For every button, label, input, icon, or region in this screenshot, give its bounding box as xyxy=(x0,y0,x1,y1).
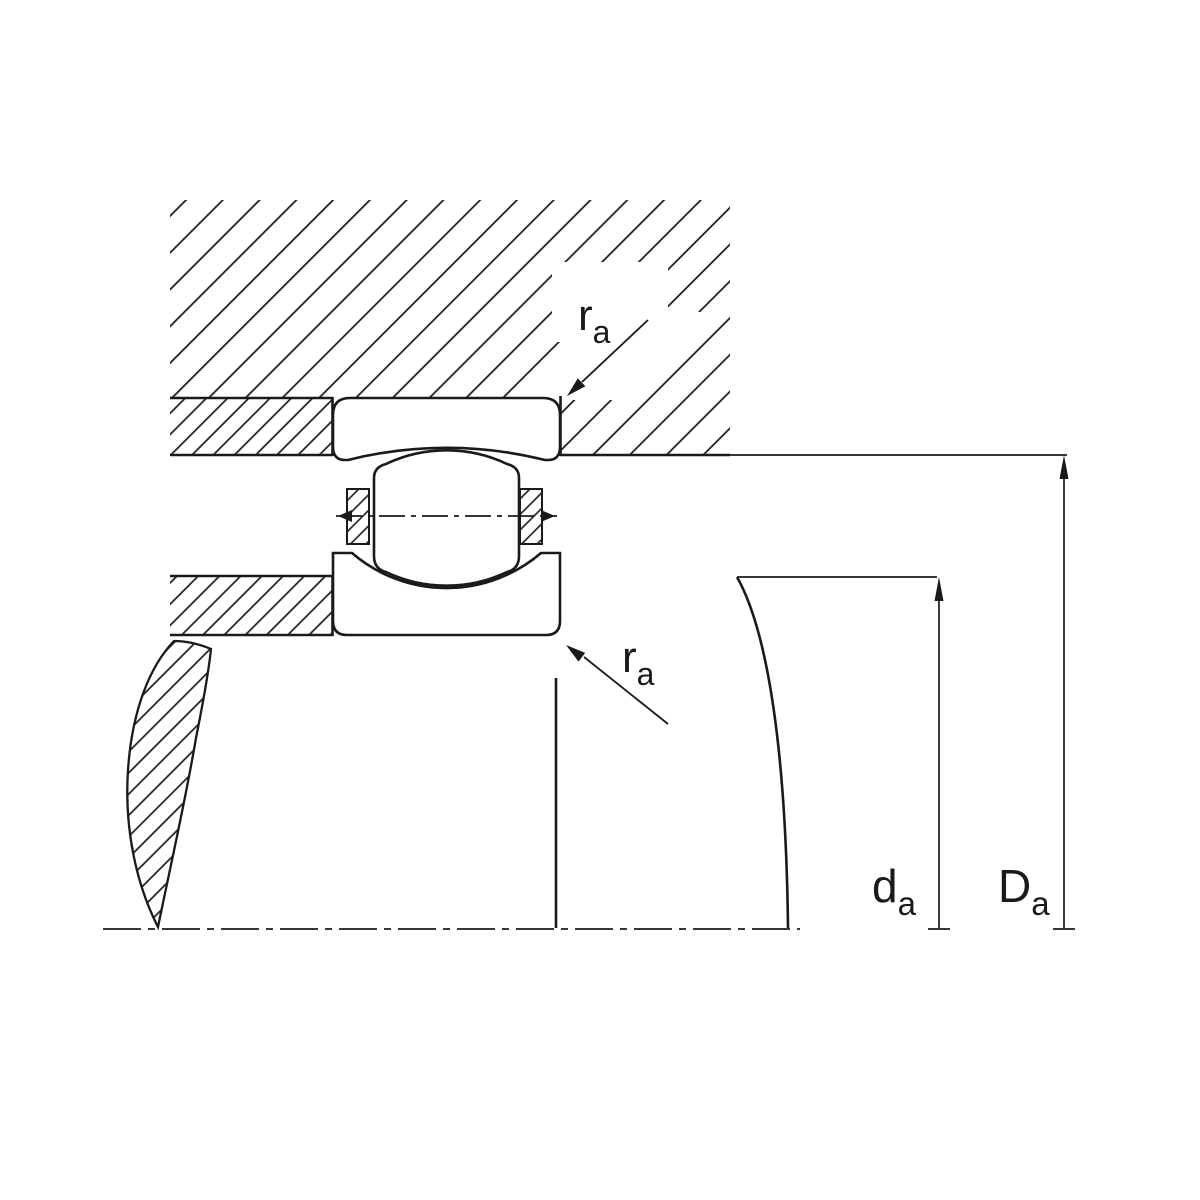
barrel-roller xyxy=(372,449,521,587)
cover-hatch-area xyxy=(170,398,333,455)
fillet-radius-label-bottom: ra xyxy=(622,633,655,692)
hatch-break-band xyxy=(535,312,713,400)
outer-ring xyxy=(331,396,562,462)
fillet-leader-top xyxy=(581,319,649,383)
fillet-leader-bottom xyxy=(583,656,669,725)
fillet-arrowhead-bottom xyxy=(566,645,586,662)
fillet-callout-top: ra xyxy=(567,291,649,396)
Da-arrowhead xyxy=(1059,455,1069,479)
inner-ring xyxy=(331,551,562,637)
housing-section xyxy=(170,200,730,457)
dimension-Da: Da xyxy=(730,454,1075,930)
shaft-shoulder-profile-curve xyxy=(735,576,790,929)
da-arrowhead xyxy=(934,577,944,601)
shaft-spacer-hatch-area xyxy=(170,576,333,635)
shaft-section xyxy=(103,574,800,931)
centerline-pip-right xyxy=(541,510,555,522)
Da-label: Da xyxy=(998,860,1050,922)
bearing xyxy=(331,396,562,637)
fillet-arrowhead-top xyxy=(567,378,586,396)
dimension-da: da xyxy=(737,576,950,930)
housing-cover-section xyxy=(170,396,334,457)
shaft-breakout-section xyxy=(126,639,213,931)
centerline-pip-left xyxy=(338,510,352,522)
hatch-break-label-box xyxy=(552,262,668,342)
fillet-radius-label-top: ra xyxy=(578,291,611,350)
da-label: da xyxy=(872,860,917,922)
fillet-callout-bottom: ra xyxy=(566,633,669,725)
